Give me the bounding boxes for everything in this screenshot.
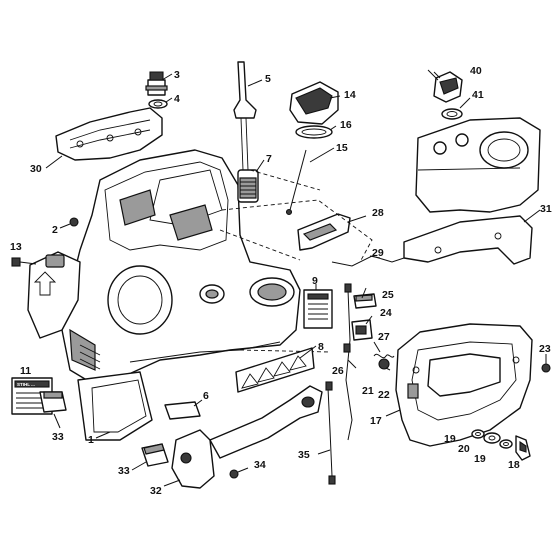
callout-16: 16	[340, 119, 352, 131]
oring-16-part	[296, 126, 332, 138]
callout-29: 29	[372, 247, 384, 259]
washer-4-part	[149, 100, 167, 108]
outlet-tube-part	[78, 372, 152, 440]
main-housing-part	[62, 150, 300, 385]
cable-26-part	[344, 284, 352, 440]
callout-2: 2	[52, 224, 58, 236]
fuel-pickup-5-part	[234, 62, 256, 170]
callout-14: 14	[344, 89, 356, 101]
callout-19b: 19	[474, 453, 486, 465]
callout-3: 3	[174, 69, 180, 81]
plate-6-part	[165, 402, 200, 419]
callout-27: 27	[378, 331, 390, 343]
handle-housing-17-part	[396, 324, 532, 446]
callout-35: 35	[298, 449, 310, 461]
callout-28: 28	[372, 207, 384, 219]
screw-34-part	[230, 468, 248, 478]
switch-25-part	[354, 294, 376, 308]
callout-4: 4	[174, 93, 180, 105]
pad-33a-part	[40, 392, 66, 412]
callout-40: 40	[470, 65, 482, 77]
nut-22-part	[379, 359, 389, 369]
callout-23: 23	[539, 343, 551, 355]
callout-5: 5	[265, 73, 271, 85]
callout-22: 22	[378, 389, 390, 401]
callout-19a: 19	[444, 433, 456, 445]
callout-7: 7	[266, 153, 272, 165]
cap-3-part	[146, 72, 167, 95]
label-11-text: STIHL ...	[17, 382, 35, 387]
rod-29-part	[332, 256, 404, 266]
callout-11: 11	[20, 365, 31, 377]
rear-handle-32-part	[172, 386, 322, 488]
callout-31: 31	[540, 203, 552, 215]
rod-15-part	[287, 150, 307, 215]
label-8-part	[236, 348, 314, 392]
washer-19b-part	[500, 440, 512, 448]
handle-cover-30-part	[56, 108, 162, 160]
cap-40-part	[428, 70, 462, 102]
throttle-28-part	[298, 214, 350, 250]
tank-housing-part	[416, 118, 540, 212]
callout-13: 13	[10, 241, 22, 253]
screw-18-part	[516, 436, 530, 460]
callout-33a: 33	[52, 431, 64, 443]
washer-20-part	[484, 433, 500, 443]
callout-1: 1	[88, 434, 94, 446]
callout-25: 25	[382, 289, 394, 301]
callout-6: 6	[203, 390, 209, 402]
washer-41-part	[442, 109, 462, 119]
tank-cap-14-part	[290, 82, 338, 124]
callout-9: 9	[312, 275, 318, 287]
switch-27-part	[352, 320, 372, 340]
label-9-part	[304, 290, 332, 328]
callout-17: 17	[370, 415, 382, 427]
callout-21: 21	[362, 385, 374, 397]
cable-35-part	[326, 382, 335, 484]
callout-15: 15	[336, 142, 348, 154]
callout-24: 24	[380, 307, 392, 319]
callout-30: 30	[30, 163, 42, 175]
callout-26: 26	[332, 365, 344, 377]
fuel-filter-7-part	[238, 170, 258, 202]
callout-8: 8	[318, 341, 324, 353]
washer-19a-part	[472, 430, 484, 438]
spring-21-part	[374, 354, 394, 357]
screw-23-part	[542, 354, 550, 372]
callout-18: 18	[508, 459, 520, 471]
callout-33b: 33	[118, 465, 130, 477]
screw-2-part	[70, 218, 78, 226]
callout-32: 32	[150, 485, 162, 497]
pad-33b-part	[142, 444, 168, 466]
callout-34: 34	[254, 459, 266, 471]
callout-41: 41	[472, 89, 484, 101]
cover-31-part	[404, 216, 532, 264]
callout-20: 20	[458, 443, 470, 455]
